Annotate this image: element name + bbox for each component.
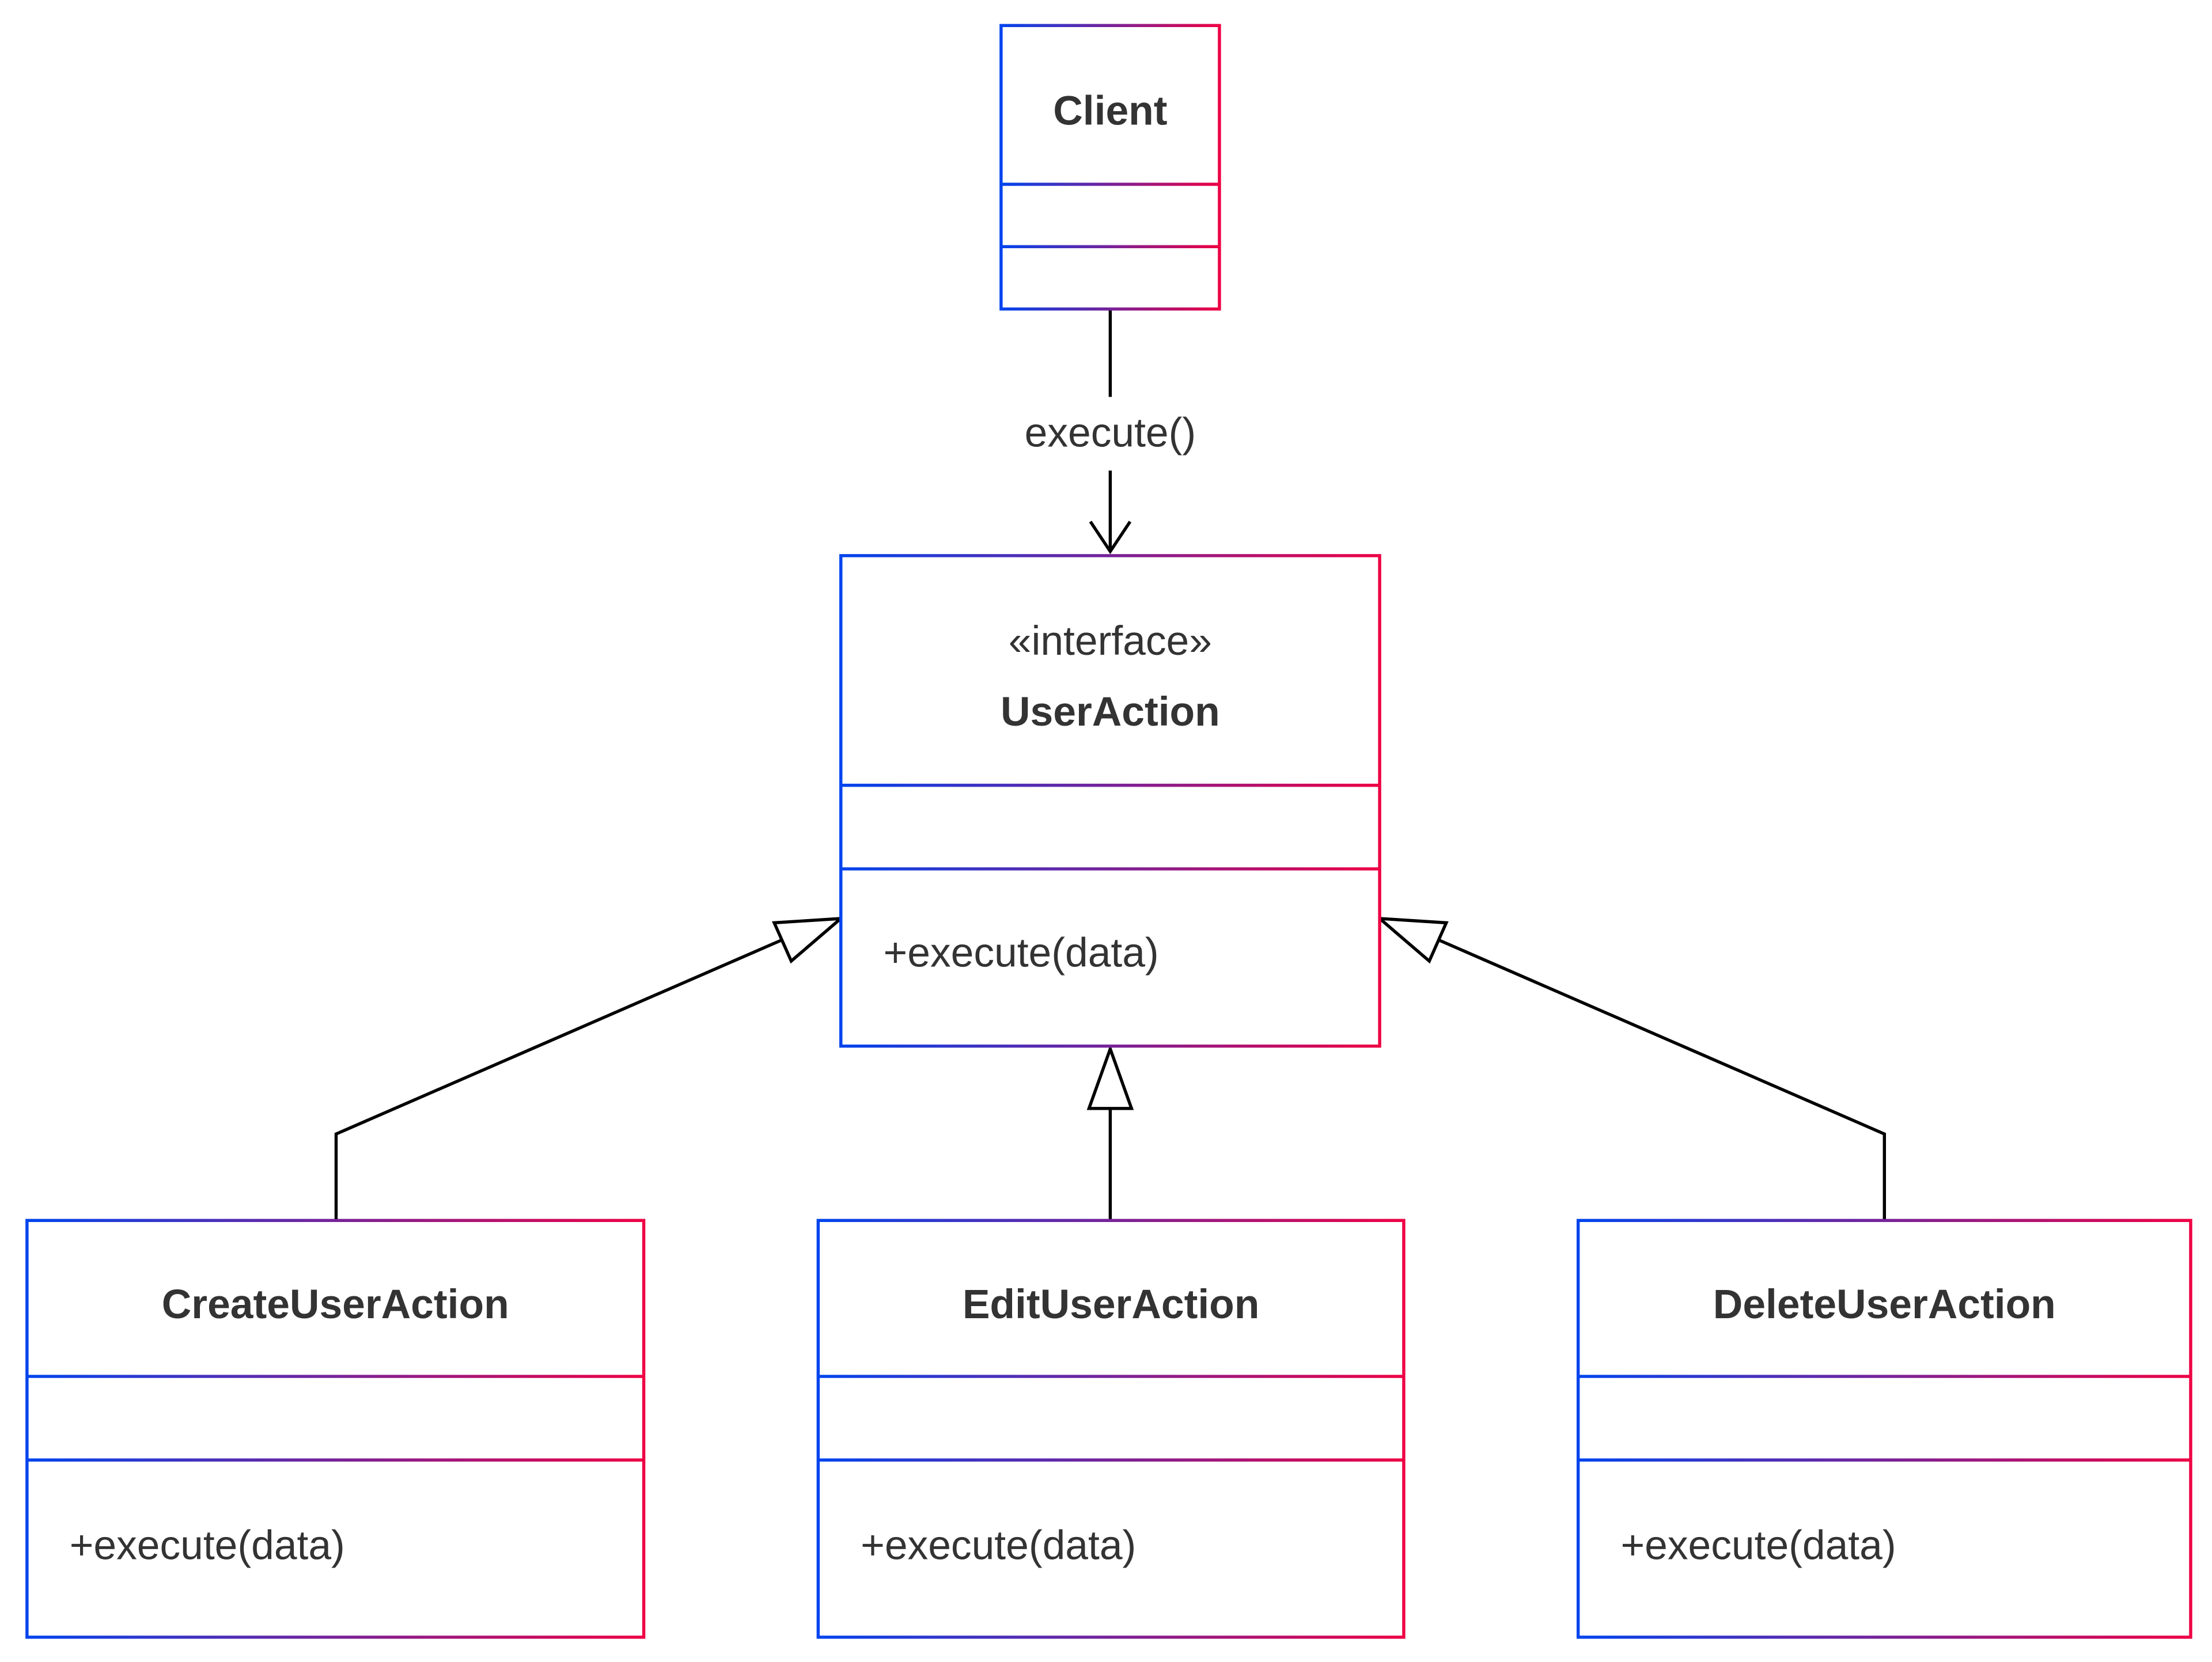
class-name: Client	[1053, 88, 1167, 134]
class-box-border	[999, 24, 1221, 311]
class-box-user-action[interactable]: «interface» UserAction +execute(data)	[839, 554, 1381, 1048]
class-name: CreateUserAction	[162, 1281, 509, 1327]
class-box-border	[25, 1219, 646, 1639]
realization-edge-create	[334, 936, 786, 1221]
class-box-create[interactable]: CreateUserAction +execute(data)	[25, 1219, 646, 1639]
class-box-border	[839, 554, 1381, 1048]
realization-triangle-icon	[771, 916, 846, 964]
class-name: DeleteUserAction	[1713, 1281, 2056, 1327]
class-method: +execute(data)	[1620, 1523, 1896, 1569]
edges: execute()	[334, 309, 1887, 1221]
class-box-border	[816, 1219, 1406, 1639]
class-name: EditUserAction	[963, 1281, 1260, 1327]
edge-label-execute: execute()	[1025, 409, 1196, 456]
class-method: +execute(data)	[884, 930, 1159, 976]
class-name: UserAction	[1001, 689, 1220, 735]
realization-triangle-icon	[1375, 916, 1449, 964]
class-stereotype: «interface»	[1009, 618, 1212, 664]
class-method: +execute(data)	[70, 1523, 345, 1569]
class-box-client[interactable]: Client	[999, 24, 1221, 311]
class-method: +execute(data)	[861, 1523, 1136, 1569]
dependency-arrowhead-icon	[1089, 521, 1132, 555]
class-box-border	[1576, 1219, 2192, 1639]
class-box-delete[interactable]: DeleteUserAction +execute(data)	[1576, 1219, 2192, 1639]
class-box-edit[interactable]: EditUserAction +execute(data)	[816, 1219, 1406, 1639]
realization-edge-delete	[1434, 936, 1887, 1221]
realization-triangle-icon	[1086, 1044, 1134, 1110]
